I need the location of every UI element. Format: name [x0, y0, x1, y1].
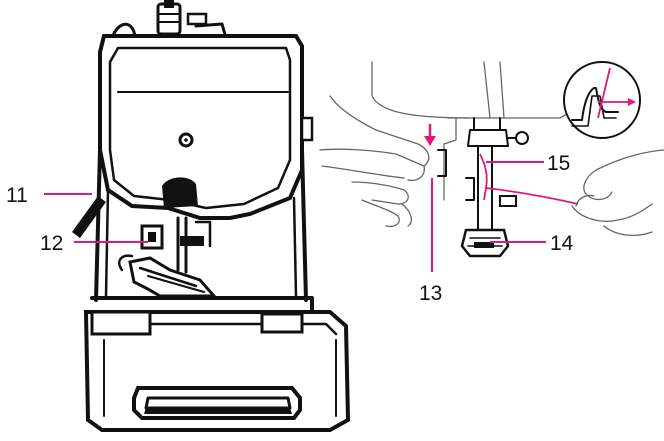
machine-column: [94, 116, 314, 302]
needle-clamp: [460, 117, 529, 258]
needle-area: [118, 216, 218, 298]
head-housing: [98, 34, 304, 220]
callout-11: 11: [6, 184, 28, 207]
callout-12: 12: [40, 232, 63, 255]
callout-15: 15: [547, 152, 570, 175]
leader-lines: [44, 161, 546, 272]
down-arrow-icon: [424, 124, 436, 146]
machine-base: [83, 296, 351, 432]
right-hand: [571, 149, 664, 237]
machine-front-view: [72, 0, 351, 432]
thread-line: [479, 153, 579, 205]
thread-cutter-lever: [72, 196, 106, 238]
threading-detail-view: [319, 61, 664, 258]
callout-14: 14: [550, 232, 574, 255]
left-hand: [319, 95, 430, 228]
callout-13: 13: [419, 282, 442, 305]
detail-inset: [563, 61, 641, 139]
spool-pin-assembly: [110, 0, 228, 42]
